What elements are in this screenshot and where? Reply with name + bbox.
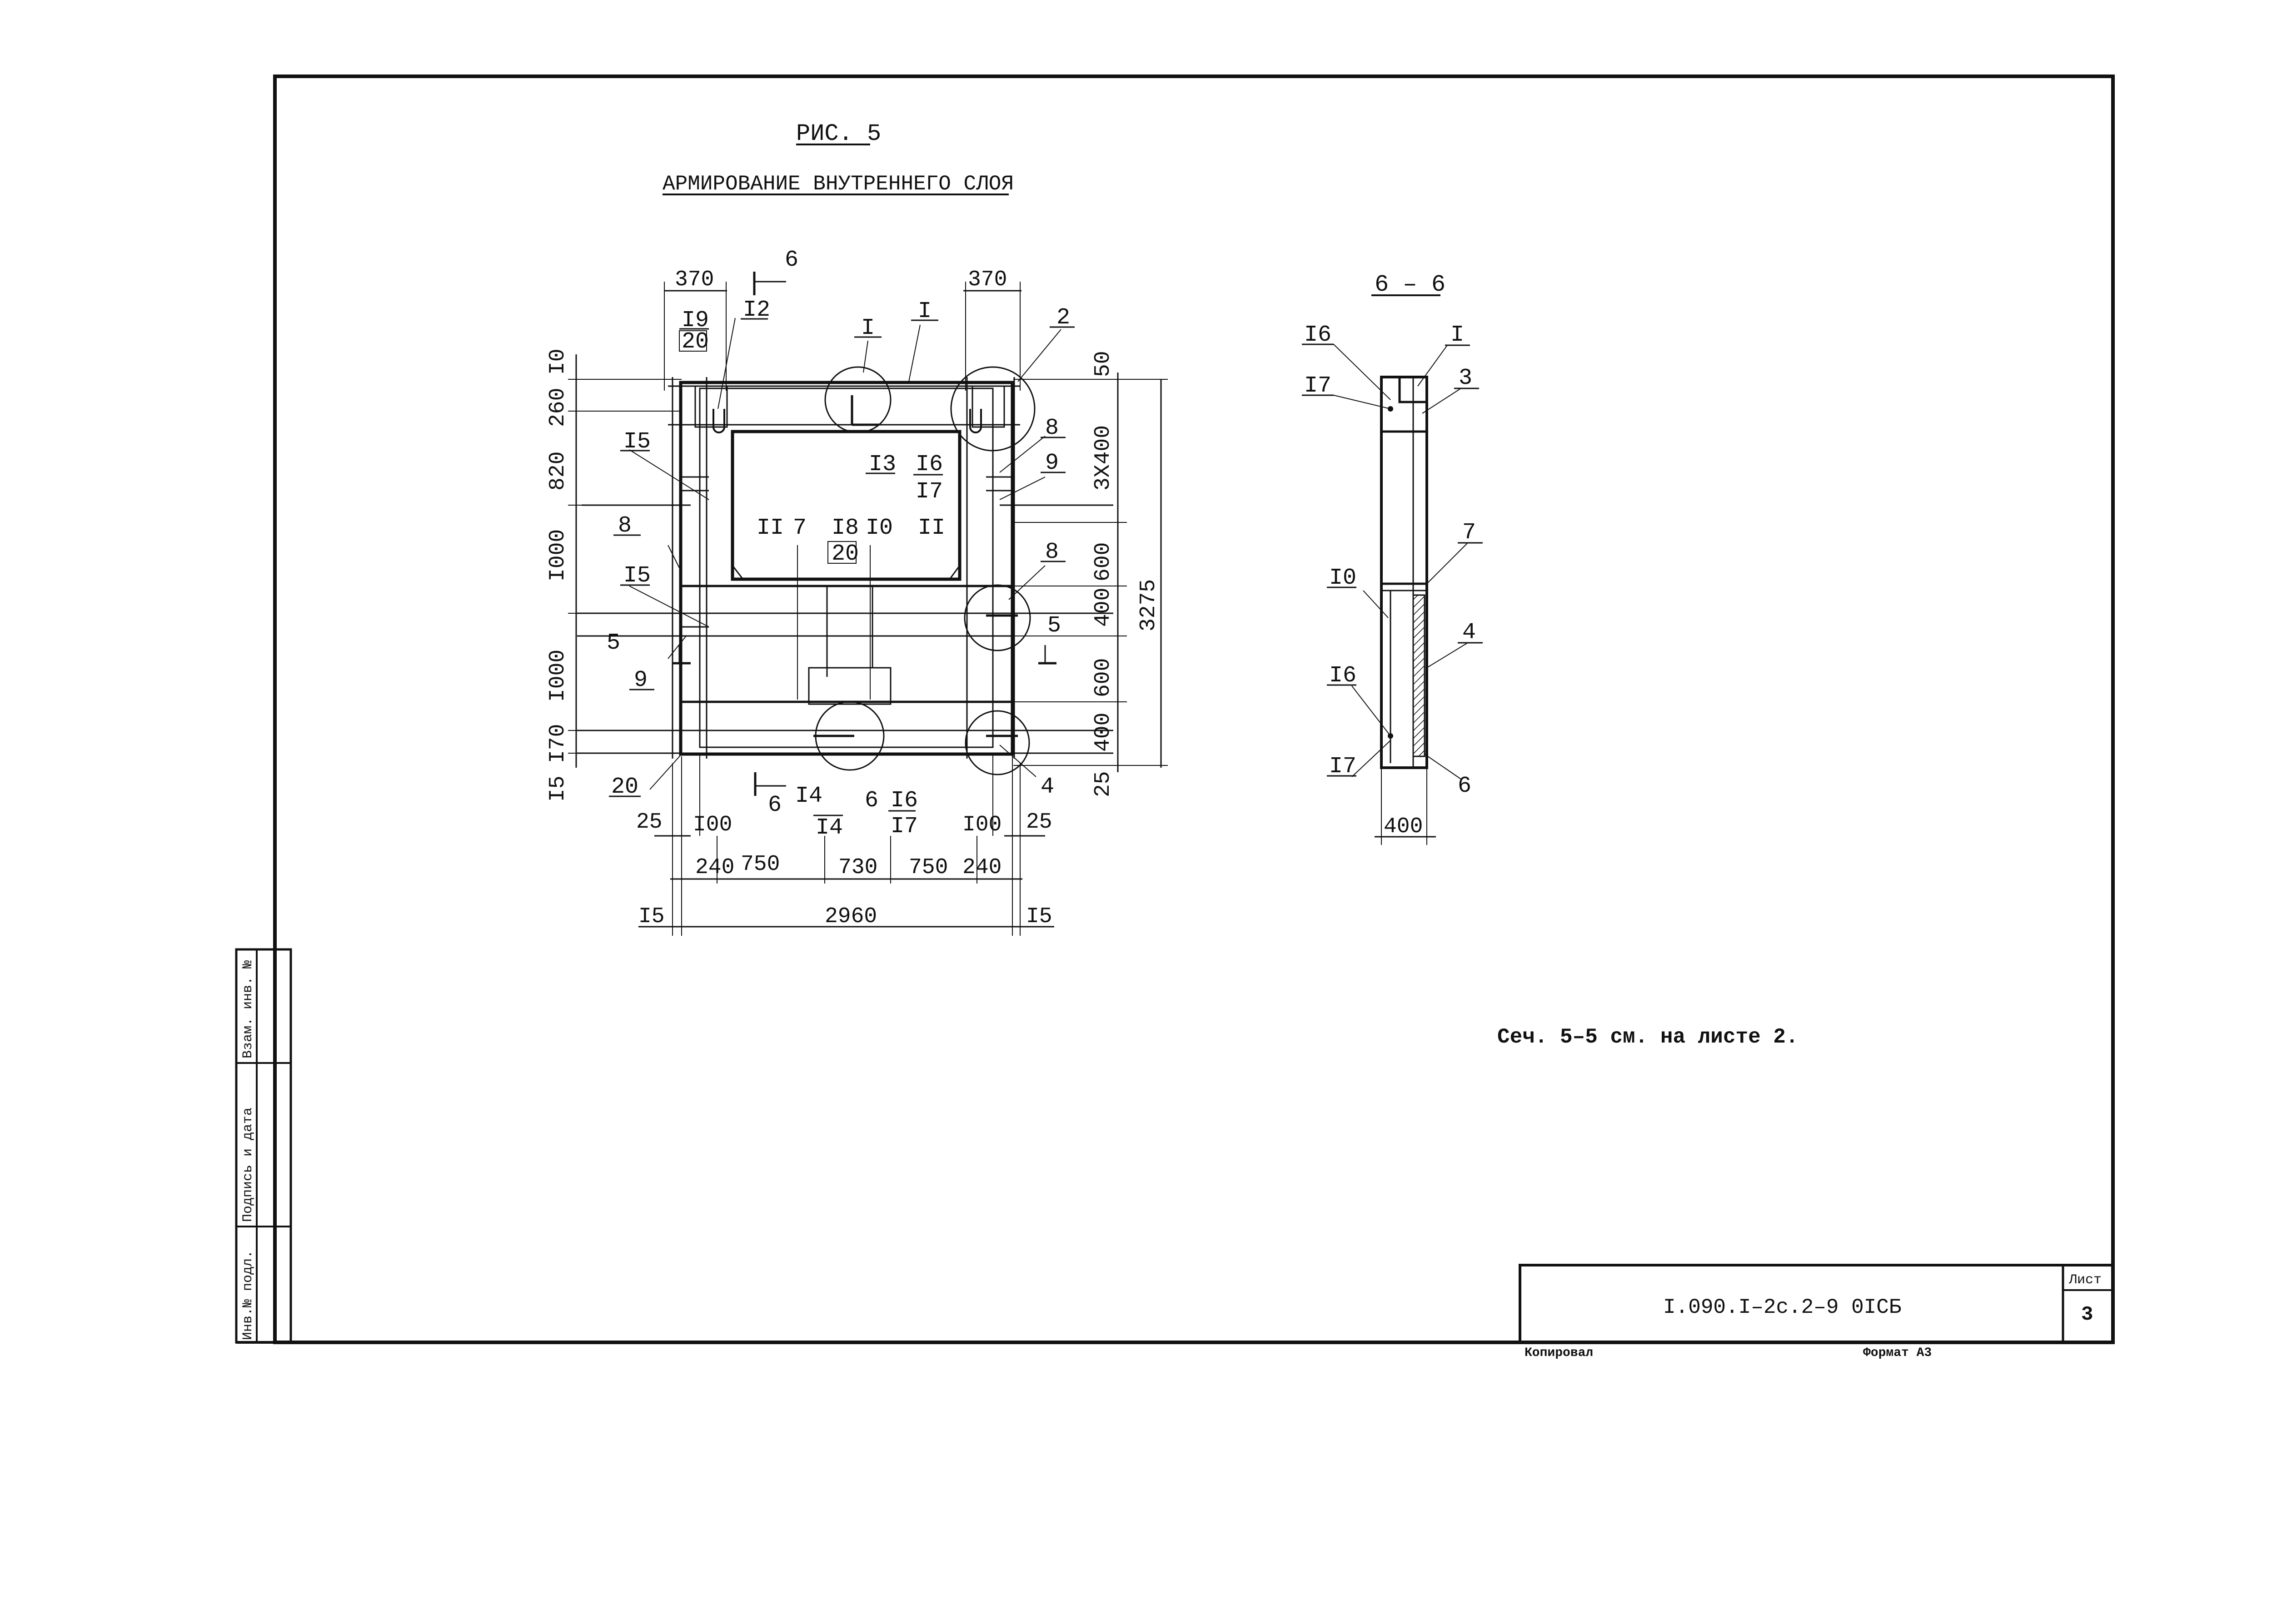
- dimension-labels: 370 370 I0 260 820 I000 I000 I70 I5 50 3…: [546, 268, 1161, 929]
- mark-16-top: I6: [916, 452, 943, 477]
- mark-20-middle: 20: [832, 541, 859, 567]
- stamp-replace-no: Взам. инв. №: [240, 960, 256, 1058]
- mark-16-bottom: I6: [891, 788, 918, 814]
- dim-bottom-15-left: I5: [638, 904, 665, 929]
- mark-10: I0: [866, 515, 893, 541]
- mark-4: 4: [1041, 774, 1054, 800]
- section-mark-1: I: [1450, 322, 1464, 348]
- mark-17-top: I7: [916, 479, 943, 505]
- dim-bottom-25-right: 25: [1026, 810, 1052, 834]
- cut-5-right: 5: [1047, 613, 1061, 639]
- dim-right-3x400: 3X400: [1091, 425, 1116, 491]
- dim-right-50: 50: [1091, 351, 1116, 377]
- section-mark-7: 7: [1462, 520, 1476, 546]
- dim-right-total: 3275: [1136, 579, 1161, 631]
- mark-14a: I4: [795, 783, 822, 809]
- title-block-format: Формат А3: [1863, 1346, 1932, 1360]
- figure-subtitle: АРМИРОВАНИЕ ВНУТРЕННЕГО СЛОЯ: [663, 172, 1014, 196]
- section-mark-3: 3: [1459, 365, 1472, 391]
- cut-5-left: 5: [607, 630, 620, 656]
- figure-title: РИС. 5: [796, 120, 881, 147]
- dim-right-600b: 600: [1091, 658, 1116, 697]
- dim-bottom-25-left: 25: [636, 810, 663, 834]
- title-block: I.090.I–2c.2–9 0ICБ Лист 3 Копировал Фор…: [1519, 1264, 2114, 1360]
- dim-left-170: I70: [546, 724, 570, 763]
- dim-bottom-750-left: 750: [741, 852, 780, 877]
- dim-left-15: I5: [546, 775, 570, 802]
- dim-bottom-750-right: 750: [909, 855, 948, 880]
- dim-left-260: 260: [546, 388, 570, 427]
- dim-bottom-100-right: I00: [962, 813, 1001, 837]
- dim-left-1000b: I000: [546, 650, 570, 702]
- mark-11b: II: [918, 515, 945, 541]
- dim-bottom-240-right: 240: [962, 855, 1001, 880]
- position-marks: I9 20 I2 6 I I 2 I3 I6 I7 8 9 I5 I5 8 9 …: [607, 247, 1075, 841]
- section-6-6: 6 – 6 400 I6 I I7 3: [1302, 271, 1483, 845]
- dim-top-right: 370: [968, 268, 1007, 292]
- dimension-lines: [568, 272, 1168, 936]
- figure-heading: РИС. 5 АРМИРОВАНИЕ ВНУТРЕННЕГО СЛОЯ: [663, 120, 1014, 196]
- dim-left-10: I0: [546, 348, 570, 375]
- dim-bottom-730: 730: [838, 855, 877, 880]
- mark-11a: II: [757, 515, 784, 541]
- title-block-sheet-label: Лист: [2068, 1272, 2102, 1288]
- dim-right-400b: 400: [1091, 713, 1116, 752]
- stamp-signature-date: Подпись и дата: [240, 1107, 256, 1222]
- sheet-frame: [236, 74, 2115, 1344]
- mark-7: 7: [793, 515, 807, 541]
- cut-6-bottom: 6: [768, 792, 782, 818]
- dim-bottom-240-left: 240: [695, 855, 734, 880]
- dim-bottom-2960: 2960: [825, 904, 877, 929]
- section-mark-4: 4: [1462, 620, 1476, 646]
- mark-17-bottom: I7: [891, 814, 918, 839]
- title-block-code: I.090.I–2c.2–9 0ICБ: [1663, 1296, 1902, 1319]
- mark-14b: I4: [816, 815, 843, 841]
- elevation-drawing: [577, 366, 1113, 775]
- dim-bottom-15-right: I5: [1026, 904, 1052, 929]
- stamp-inv-no: Инв.№ подл.: [240, 1250, 256, 1340]
- section-dim-400: 400: [1384, 814, 1423, 839]
- dim-left-820: 820: [546, 452, 570, 491]
- dim-right-25: 25: [1091, 771, 1116, 797]
- title-block-sheet-number: 3: [2081, 1303, 2093, 1326]
- title-block-copied: Копировал: [1525, 1346, 1593, 1360]
- section-note: Сеч. 5–5 см. на листе 2.: [1497, 1025, 1799, 1049]
- cut-6-top: 6: [785, 247, 798, 273]
- mark-18: I8: [832, 515, 859, 541]
- side-stamp: Инв.№ подл. Подпись и дата Взам. инв. №: [235, 948, 292, 1344]
- section-title: 6 – 6: [1375, 271, 1445, 298]
- mark-6: 6: [865, 788, 878, 814]
- dim-top-left: 370: [675, 268, 714, 292]
- dim-left-1000a: I000: [546, 529, 570, 581]
- mark-20-top: 20: [682, 329, 709, 355]
- dim-right-600a: 600: [1091, 542, 1116, 581]
- dim-bottom-100-left: I00: [693, 813, 732, 837]
- dim-right-400a: 400: [1091, 588, 1116, 627]
- section-mark-6: 6: [1458, 773, 1471, 799]
